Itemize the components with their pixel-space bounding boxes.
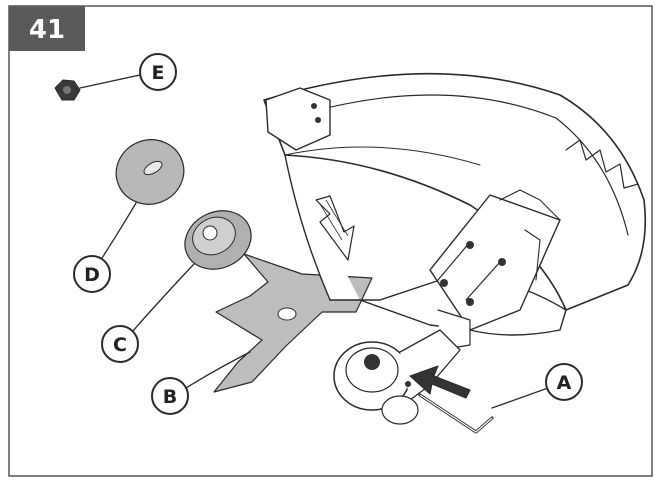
gear-head-bracket [429, 189, 561, 351]
leader-line-d [101, 202, 137, 259]
leader-line-e [79, 74, 141, 89]
callout-label-e: E [152, 62, 165, 84]
callout-c: C [101, 325, 139, 363]
direction-arrow-lower [409, 365, 471, 399]
callout-a: A [545, 363, 583, 401]
callout-b: B [151, 377, 189, 415]
flange-c [184, 210, 252, 270]
callout-d: D [73, 255, 111, 293]
callout-label-b: B [163, 386, 177, 408]
figure-number: 41 [29, 15, 65, 45]
callout-label-a: A [557, 372, 572, 394]
nut-e [54, 79, 81, 101]
gear-head [333, 329, 461, 425]
callout-label-c: C [113, 334, 127, 356]
direction-arrow-upper [315, 195, 355, 261]
leader-line-a [491, 387, 549, 409]
washer-d [115, 139, 185, 205]
leader-line-b [185, 351, 251, 389]
locking-tool-a [418, 393, 494, 434]
leader-line-c [131, 263, 195, 333]
figure-number-badge: 41 [9, 6, 85, 51]
callout-e: E [139, 53, 177, 91]
callout-label-d: D [84, 264, 100, 286]
